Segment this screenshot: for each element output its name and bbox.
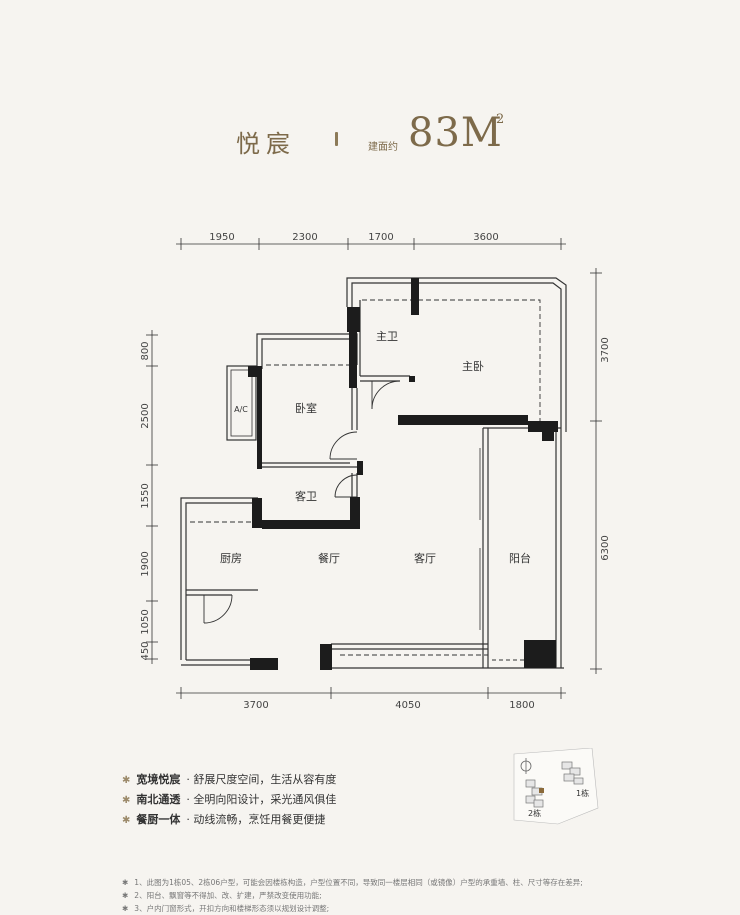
room-ac: A/C: [234, 405, 248, 414]
room-living: 客厅: [414, 551, 436, 565]
building-1-icon: [561, 761, 584, 785]
compass-icon: [520, 758, 532, 774]
note-item: ✱ 2、阳台、飘窗等不得加、改、扩建，严禁改变使用功能;: [122, 889, 642, 902]
dimension-top: [176, 238, 566, 250]
dim-right-1: 3700: [600, 337, 611, 362]
site-key-plan: 1栋 2栋: [513, 748, 599, 825]
star-icon: ✱: [122, 815, 131, 826]
room-dining: 餐厅: [318, 551, 340, 565]
keyplan-building-1: 1栋: [576, 788, 589, 798]
room-bedroom: 卧室: [295, 401, 317, 415]
disclaimer-notes: ✱ 1、此图为1栋05、2栋06户型，可能会因楼栋构造，户型位置不同，导致同一楼层…: [122, 876, 642, 915]
star-icon: ✱: [122, 795, 131, 806]
keyplan-building-2: 2栋: [528, 808, 541, 818]
feature-title: 餐厨一体: [136, 813, 181, 826]
feature-title: 宽境悦宸: [136, 773, 181, 786]
dim-left-1: 800: [140, 341, 151, 360]
area-label: 建面约: [368, 142, 398, 153]
title-separator: [335, 132, 338, 146]
star-icon: ✱: [122, 891, 129, 900]
dim-top-2: 2300: [292, 232, 317, 243]
dim-bottom-3: 1800: [509, 700, 534, 711]
floor-plan: 1950 2300 1700 3600 3700 4050 1800 800 2…: [140, 232, 611, 711]
room-guest-bath: 客卫: [295, 489, 317, 503]
dimension-bottom: [176, 687, 566, 699]
room-balcony: 阳台: [509, 551, 531, 565]
note-text: 1、此图为1栋05、2栋06户型，可能会因楼栋构造，户型位置不同，导致同一楼层相…: [134, 878, 583, 887]
unit-marker-icon: [539, 788, 544, 793]
area-value: 83M: [408, 110, 503, 156]
star-icon: ✱: [122, 904, 129, 913]
area-superscript: 2: [496, 112, 505, 127]
room-master-bath: 主卫: [376, 330, 398, 343]
dim-left-2: 2500: [140, 403, 151, 428]
plan-title: 悦宸 建面约 83M 2: [0, 108, 740, 168]
unit-name: 悦宸: [236, 130, 296, 158]
feature-title: 南北通透: [136, 793, 181, 806]
dim-left-4: 1900: [140, 551, 151, 576]
feature-desc: · 动线流畅，烹饪用餐更便捷: [186, 813, 326, 826]
dim-left-3: 1550: [140, 483, 151, 508]
wall-lines: [180, 277, 567, 669]
building-2-icon: [525, 779, 544, 808]
doors: [203, 380, 401, 624]
feature-item: ✱ 南北通透 · 全明向阳设计，采光通风俱佳: [122, 790, 336, 810]
feature-desc: · 舒展尺度空间，生活从容有度: [186, 773, 337, 786]
note-text: 2、阳台、飘窗等不得加、改、扩建，严禁改变使用功能;: [134, 891, 322, 900]
note-text: 3、户内门窗形式，开扣方向和楼梯形态须以规划设计调整;: [134, 904, 330, 913]
dimension-right: [590, 268, 602, 674]
note-item: ✱ 3、户内门窗形式，开扣方向和楼梯形态须以规划设计调整;: [122, 902, 642, 915]
feature-list: ✱ 宽境悦宸 · 舒展尺度空间，生活从容有度 ✱ 南北通透 · 全明向阳设计，采光通风俱…: [122, 770, 336, 830]
dim-left-5: 1050: [140, 609, 151, 634]
note-item: ✱ 1、此图为1栋05、2栋06户型，可能会因楼栋构造，户型位置不同，导致同一楼层…: [122, 876, 642, 889]
structural-walls: [248, 278, 558, 670]
dim-left-6: 450: [140, 641, 151, 660]
feature-item: ✱ 餐厨一体 · 动线流畅，烹饪用餐更便捷: [122, 810, 336, 830]
feature-item: ✱ 宽境悦宸 · 舒展尺度空间，生活从容有度: [122, 770, 336, 790]
dim-top-3: 1700: [368, 232, 393, 243]
dim-bottom-1: 3700: [243, 700, 268, 711]
dim-right-2: 6300: [600, 535, 611, 560]
dimension-left: [146, 330, 158, 664]
star-icon: ✱: [122, 775, 131, 786]
room-master-bedroom: 主卧: [462, 360, 484, 373]
star-icon: ✱: [122, 878, 129, 887]
room-kitchen: 厨房: [220, 552, 242, 565]
dim-bottom-2: 4050: [395, 700, 420, 711]
dim-top-1: 1950: [209, 232, 234, 243]
feature-desc: · 全明向阳设计，采光通风俱佳: [186, 793, 337, 806]
dim-top-4: 3600: [473, 232, 498, 243]
